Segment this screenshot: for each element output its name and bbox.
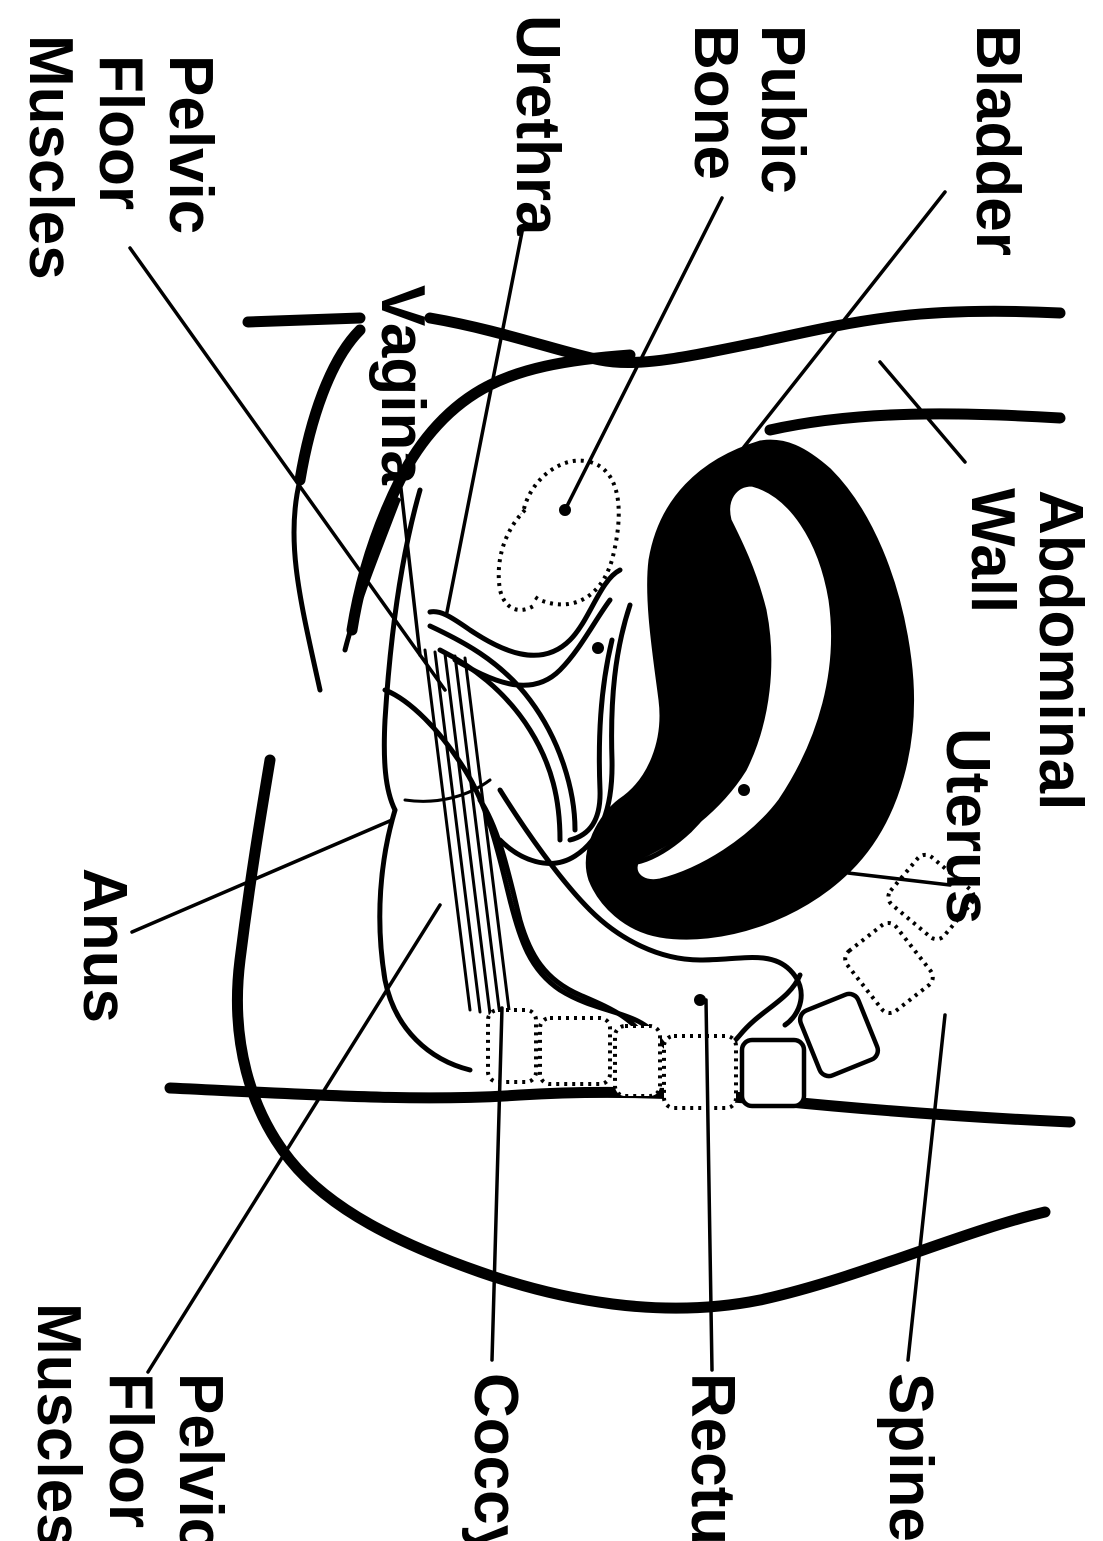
label-pelvic-floor-top-line1: Pelvic [156, 55, 225, 234]
label-pelvic-floor-bottom-line2: Floor [96, 1373, 165, 1528]
label-rectum: Rectum [678, 1373, 747, 1541]
label-pelvic-floor-top-line3: Muscles [16, 35, 85, 280]
label-bladder: Bladder [963, 25, 1032, 256]
label-urethra: Urethra [503, 15, 572, 236]
label-spine: Spine [876, 1373, 945, 1541]
label-uterus: Uterus [933, 728, 1002, 924]
label-coccyx: Coccyx [461, 1373, 530, 1541]
label-anus: Anus [70, 868, 139, 1023]
labels: Bladder Pubic Bone Urethra Pelvic Floor … [16, 15, 1095, 1541]
label-pubic-bone-line2: Bone [681, 25, 750, 180]
label-abdominal-wall-line2: Wall [958, 488, 1027, 613]
label-abdominal-wall-line1: Abdominal [1026, 490, 1095, 810]
label-pelvic-floor-bottom-line3: Muscles [24, 1303, 93, 1541]
leader-pelvic-floor-bottom [148, 905, 440, 1372]
label-pelvic-floor-bottom-line1: Pelvic [166, 1373, 235, 1541]
uterus-marker [738, 784, 750, 796]
label-vagina: Vagina [368, 285, 437, 485]
label-pelvic-floor-top-line2: Floor [86, 55, 155, 210]
label-pubic-bone-line1: Pubic [748, 25, 817, 194]
leader-spine [908, 1015, 945, 1360]
